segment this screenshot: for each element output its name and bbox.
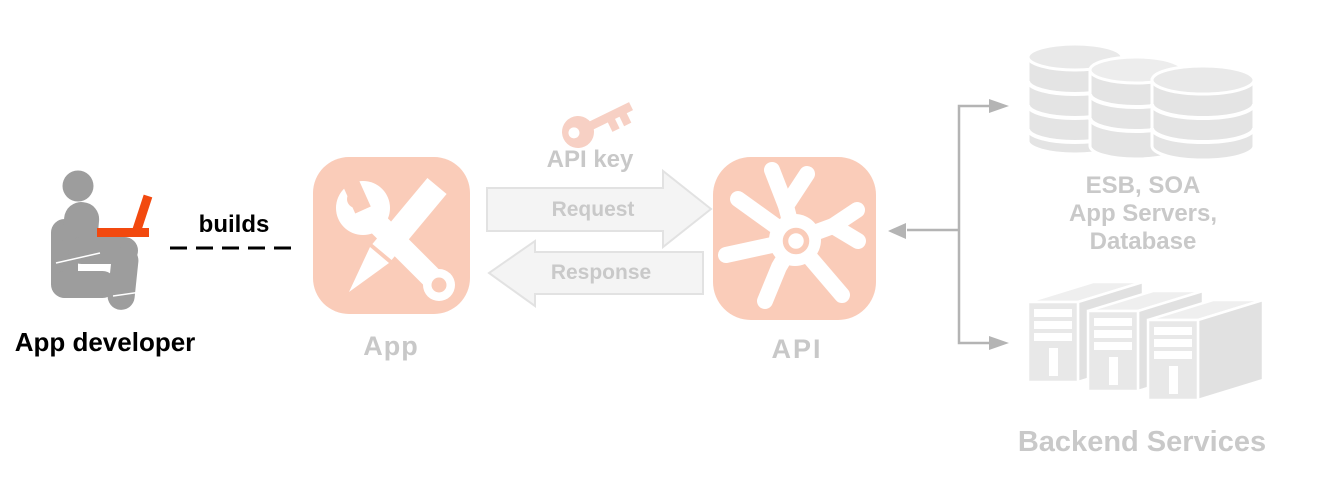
pencil-icon — [349, 177, 447, 292]
request-arrow — [486, 168, 713, 250]
key-icon — [562, 102, 634, 148]
laptop-icon — [97, 194, 153, 237]
esb-label-line-2: App Servers, — [1068, 200, 1218, 227]
arrowhead-to-database — [989, 99, 1009, 113]
arrowhead-to-servers — [989, 336, 1009, 350]
api-label: API — [771, 334, 823, 364]
backend-connector-lines — [888, 99, 1009, 350]
server-towers-icon — [1026, 280, 1265, 402]
api-key-label: API key — [546, 146, 634, 173]
api-icon — [713, 157, 876, 320]
response-label: Response — [550, 261, 652, 284]
esb-label-line-1: ESB, SOA — [1085, 172, 1201, 199]
arrowhead-to-api — [888, 223, 906, 239]
app-label: App — [363, 331, 419, 361]
server-tower — [1146, 298, 1265, 402]
seated-developer-with-laptop-icon — [51, 170, 153, 310]
esb-label-line-3: Database — [1089, 228, 1197, 255]
esb-soa-label: ESB, SOA App Servers, Database — [1043, 172, 1243, 256]
wrench-icon — [333, 157, 455, 301]
request-label: Request — [551, 198, 635, 221]
backend-services-label: Backend Services — [1017, 426, 1267, 458]
app-developer-label: App developer — [14, 327, 196, 357]
database-stack-icon — [1026, 42, 1256, 162]
builds-label: builds — [198, 211, 270, 238]
app-icon — [313, 157, 470, 314]
response-arrow — [487, 239, 704, 308]
